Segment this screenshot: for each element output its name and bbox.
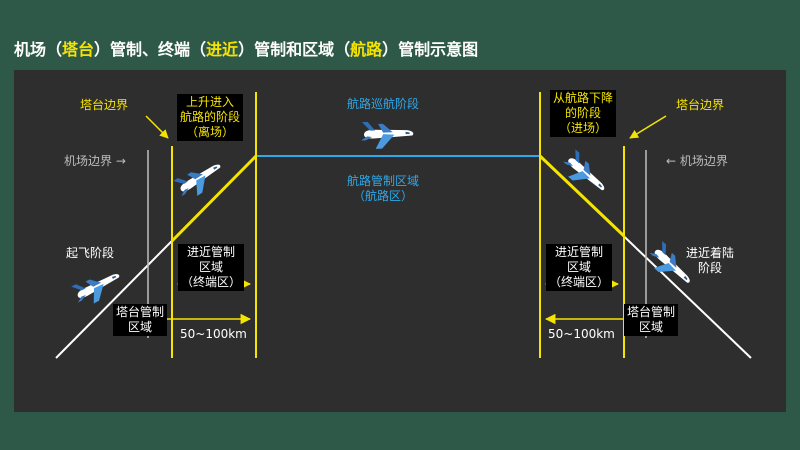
title-highlight-approach: 进近 (206, 40, 239, 59)
tower-boundary-label-right: 塔台边界 (676, 98, 725, 112)
title-part: ）管制、终端（ (94, 40, 207, 59)
title-part: 机场（ (14, 40, 63, 59)
landing-phase-label: 进近着陆 阶段 (686, 246, 734, 276)
departure-phase-label: 上升进入 航路的阶段 （离场） (177, 94, 244, 141)
label-line: 区域 (567, 260, 592, 274)
label-line: 区域 (639, 320, 664, 334)
title-part: ）管制示意图 (382, 40, 479, 59)
diagram-panel: 塔台边界 塔台边界 机场边界 → ← 机场边界 上升进入 航路的阶段 （离场） … (14, 70, 786, 412)
label-line: 阶段 (698, 261, 723, 275)
airplane-icon (557, 148, 612, 200)
label-line: 从航路下降 (553, 91, 614, 105)
approach-profile-right (538, 154, 626, 238)
label-line: （进场） (559, 121, 608, 135)
label-line: 塔台管制 (116, 305, 165, 319)
label-line: 塔台管制 (627, 305, 676, 319)
diagram-svg (55, 92, 752, 359)
arrival-phase-label: 从航路下降 的阶段 （进场） (550, 90, 617, 137)
tower-boundary-callout-right (629, 115, 667, 139)
label-line: 航路管制区域 (347, 174, 420, 188)
distance-label-left: 50~100km (180, 327, 247, 341)
label-line: （终端区） (549, 275, 610, 289)
takeoff-phase-label: 起飞阶段 (66, 246, 115, 260)
airplane-icon (172, 155, 228, 204)
approach-area-label-right: 进近管制 区域 （终端区） (546, 244, 613, 291)
label-line: （航路区） (353, 189, 414, 203)
title-part: ）管制和区域（ (238, 40, 351, 59)
label-line: （终端区） (181, 275, 242, 289)
label-line: 区域 (128, 320, 153, 334)
airplane-icon (360, 120, 414, 150)
tower-area-label-left: 塔台管制 区域 (113, 304, 168, 336)
approach-area-label-left: 进近管制 区域 （终端区） (178, 244, 245, 291)
label-line: 进近管制 (555, 245, 604, 259)
airport-boundary-label-left: 机场边界 → (64, 154, 126, 168)
title-highlight-tower: 塔台 (62, 40, 95, 59)
label-line: 航路的阶段 (180, 110, 241, 124)
cruise-phase-label: 航路巡航阶段 (347, 97, 420, 111)
label-line: 进近管制 (187, 245, 236, 259)
distance-label-right: 50~100km (548, 327, 615, 341)
label-line: 的阶段 (565, 106, 602, 120)
title-highlight-route: 航路 (350, 40, 383, 59)
label-line: 进近着陆 (686, 246, 735, 260)
tower-boundary-callout-left (145, 115, 169, 139)
approach-profile-left (170, 154, 258, 243)
tower-boundary-label-left: 塔台边界 (80, 98, 129, 112)
slide-title: 机场（塔台）管制、终端（进近）管制和区域（航路）管制示意图 (14, 40, 478, 60)
label-line: （离场） (186, 125, 235, 139)
label-line: 区域 (199, 260, 224, 274)
area-control-label: 航路管制区域 （航路区） (347, 174, 419, 204)
label-line: 上升进入 (186, 95, 235, 109)
tower-area-label-right: 塔台管制 区域 (624, 304, 679, 336)
airport-boundary-label-right: ← 机场边界 (666, 154, 728, 168)
